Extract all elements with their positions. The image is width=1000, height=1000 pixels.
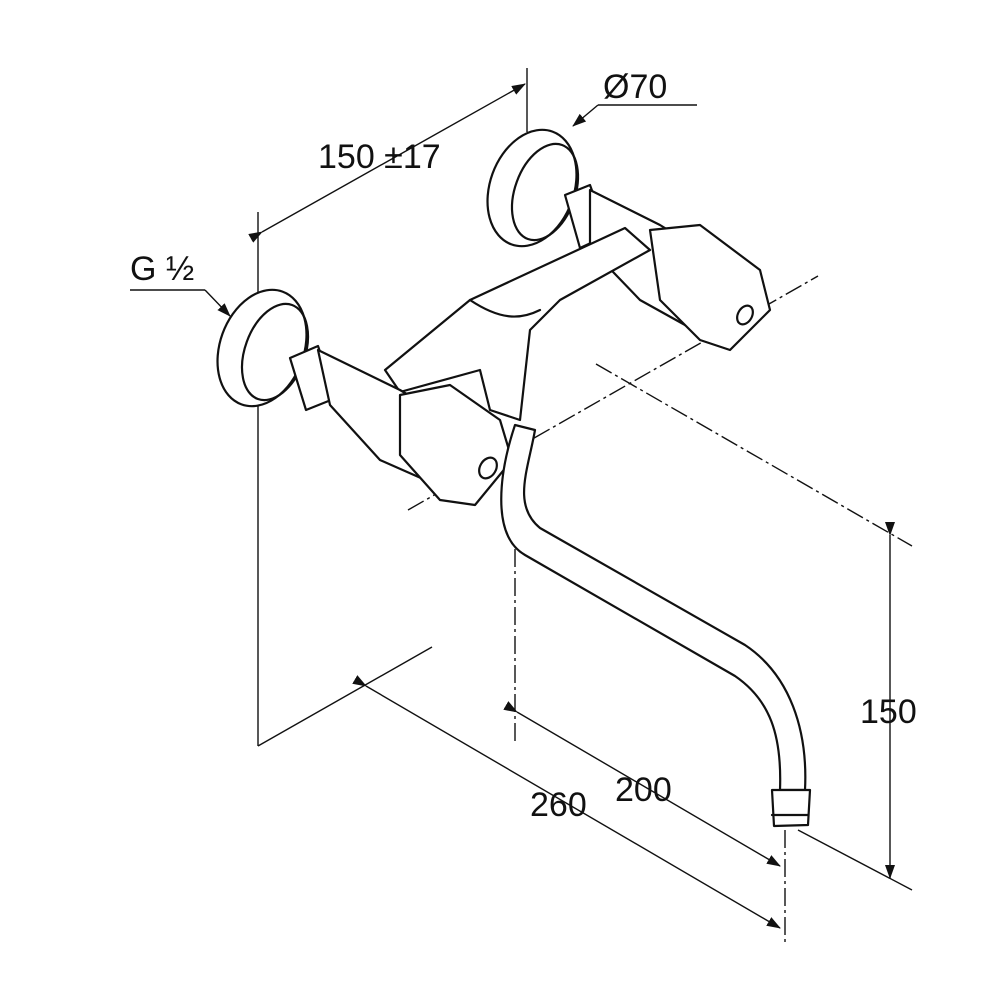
extension-line	[257, 646, 433, 747]
left-handle	[316, 348, 514, 507]
reach-wall-label: 260	[530, 786, 587, 824]
right-escutcheon	[486, 128, 580, 248]
extension-line	[797, 829, 913, 891]
right-handle	[588, 188, 772, 352]
diameter-label: Ø70	[603, 68, 668, 106]
aerator-nozzle	[770, 788, 812, 828]
diameter-leader-arrow	[572, 104, 599, 127]
thread-label: G ½	[130, 250, 195, 288]
spout	[500, 423, 807, 792]
reach-wall-dimension-line	[352, 675, 781, 929]
reach-center-label: 200	[615, 771, 672, 809]
thread-leader-arrow	[204, 289, 231, 317]
faucet	[216, 128, 812, 828]
inlet-spacing-label: 150 ±17	[318, 138, 441, 176]
mixer-body	[383, 226, 652, 422]
center-line	[595, 363, 913, 547]
spout-height-label: 150	[860, 693, 917, 731]
inlet-spacing-dimension-line	[248, 83, 526, 243]
